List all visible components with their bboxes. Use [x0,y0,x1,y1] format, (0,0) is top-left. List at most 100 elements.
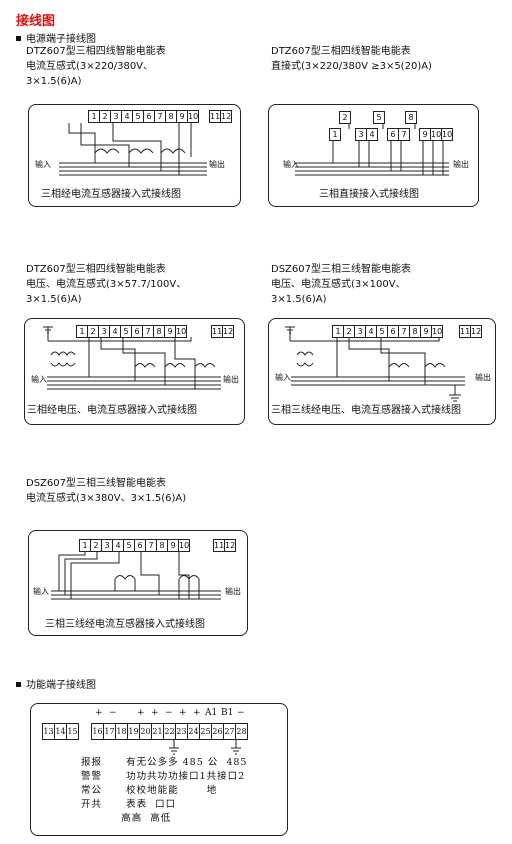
terminal-10: 10 [175,325,187,338]
diagram-5-spec: DSZ607型三相三线智能电能表 电流互感式(3×380V、3×1.5(6)A) [26,476,186,506]
section-function-label: 功能端子接线图 [26,680,96,691]
diagram-1-model: DTZ607型三相四线智能电能表 [26,46,166,57]
function-desc-row-4: 开共 表表 口口 [81,799,177,810]
diagram-1-rating: 3×1.5(6)A) [26,76,82,87]
terminal-8: 8 [405,111,417,124]
diagram-3-input-label: 输入 [31,375,47,384]
function-sign-9: B1 [221,708,234,718]
function-sign-3: + [137,708,145,718]
function-desc-row-5: 高高 高低 [81,813,172,824]
diagram-2-top-terminal-2: 2 [339,111,351,124]
diagram-3-output-label: 输出 [223,375,239,384]
function-descriptions: 报报 有无公多多 485 公 485 警警 功功共功功接口1共接口2 常公 校校… [81,756,247,826]
diagram-1-caption: 三相经电流互感器接入式接线图 [41,189,181,200]
function-desc-row-2: 警警 功功共功功接口1共接口2 [81,771,246,782]
terminal-5: 5 [373,111,385,124]
function-sign-7: + [193,708,201,718]
diagram-5-type: 电流互感式(3×380V、3×1.5(6)A) [26,493,187,504]
diagram-3-rating: 3×1.5(6)A) [26,294,82,305]
terminal-28: 28 [235,723,248,740]
diagram-4-model: DSZ607型三相三线智能电能表 [271,264,411,275]
function-sign-6: + [179,708,187,718]
terminal-19: 19 [127,723,140,740]
diagram-5-input-label: 输入 [33,587,49,596]
diagram-2-terminal-1: 1 [329,128,341,141]
diagram-5-caption: 三相三线经电流互感器接入式接线图 [45,619,205,630]
terminal-5: 5 [132,110,144,123]
function-desc-row-1: 报报 有无公多多 485 公 485 [81,757,248,768]
function-sign-2: − [109,708,117,718]
diagram-1-input-label: 输入 [35,160,51,169]
section-function-heading: 功能端子接线图 [16,676,96,691]
diagram-4-spec: DSZ607型三相三线智能电能表 电压、电流互感式(3×100V、 3×1.5(… [271,262,411,307]
diagram-1-spec: DTZ607型三相四线智能电能表 电流互感式(3×220/380V、 3×1.5… [26,44,166,89]
diagram-3-spec: DTZ607型三相四线智能电能表 电压、电流互感式(3×57.7/100V、 3… [26,262,186,307]
diagram-2-type: 直接式(3×220/380V ≥3×5(20)A) [271,61,432,72]
diagram-3-type: 电压、电流互感式(3×57.7/100V、 [26,279,187,290]
diagram-3-model: DTZ607型三相四线智能电能表 [26,264,166,275]
diagram-5-wiring [51,551,221,600]
terminal-5: 5 [376,325,388,338]
diagram-4-wiring [285,326,465,402]
function-desc-row-3: 常公 校校地能能 地 [81,785,218,796]
diagram-2-model: DTZ607型三相四线智能电能表 [271,46,411,57]
terminal-10b: 10 [441,128,453,141]
bullet-icon [16,36,21,41]
diagram-1-wiring [59,123,207,176]
diagram-5-output-label: 输出 [225,587,241,596]
diagram-3-wiring [43,326,221,390]
diagram-4-caption: 三相三线经电压、电流互感器接入式接线图 [271,405,461,416]
diagram-4-type: 电压、电流互感式(3×100V、 [271,279,406,290]
diagram-2-input-label: 输入 [283,160,299,169]
terminal-7: 7 [398,128,410,141]
diagram-2-caption: 三相直接接入式接线图 [319,189,419,200]
diagram-4-output-label: 输出 [475,373,491,382]
function-sign-5: − [165,708,173,718]
diagram-2-spec: DTZ607型三相四线智能电能表 直接式(3×220/380V ≥3×5(20)… [271,44,432,74]
terminal-22: 22 [163,723,176,740]
function-sign-8: A1 [205,708,218,718]
diagram-5-model: DSZ607型三相三线智能电能表 [26,478,166,489]
page-title: 接线图 [16,14,56,29]
function-ground-symbols [169,739,241,755]
terminal-10: 10 [187,110,199,123]
diagram-4-input-label: 输入 [275,373,291,382]
terminal-10: 10 [178,539,190,552]
diagram-2-output-label: 输出 [453,160,469,169]
diagram-2-top-terminal-5: 5 [373,111,385,124]
diagram-1-output-label: 输出 [209,160,225,169]
diagram-3-caption: 三相经电压、电流互感器接入式接线图 [27,405,197,416]
terminal-2: 2 [339,111,351,124]
diagram-4-rating: 3×1.5(6)A) [271,294,327,305]
bullet-icon [16,682,21,687]
diagram-1-type: 电流互感式(3×220/380V、 [26,61,154,72]
terminal-12: 12 [470,325,482,338]
diagram-2-top-terminal-8: 8 [405,111,417,124]
terminal-12: 12 [222,325,234,338]
terminal-15: 15 [66,723,79,740]
terminal-10: 10 [431,325,443,338]
terminal-4: 4 [366,128,378,141]
terminal-12: 12 [224,539,236,552]
function-sign-4: + [151,708,159,718]
function-sign-10: − [237,708,245,718]
section-power-heading: 电源端子接线图 [16,30,96,45]
